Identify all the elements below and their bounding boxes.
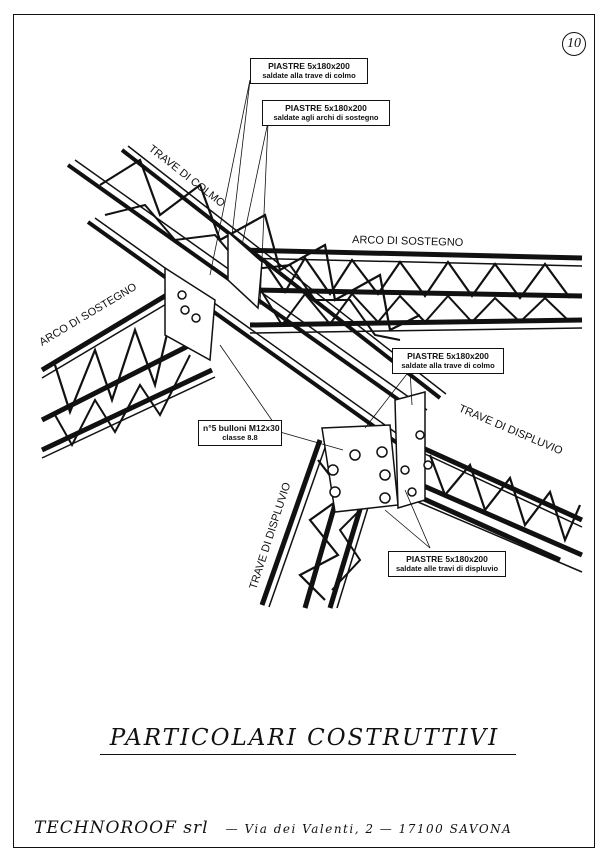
callout-line2: saldate alla trave di colmo [401,361,495,370]
company-name: TECHNOROOF srl [34,818,209,838]
callout-line2: saldate agli archi di sostegno [273,113,379,122]
page-number: 10 [562,32,586,56]
sheet-border [13,14,595,848]
callout-line1: n°5 bulloni M12x30 [203,423,280,433]
callout-line2: classe 8.8 [222,433,258,442]
leader-lines [209,79,431,549]
label-arco-di-sostegno-left: ARCO DI SOSTEGNO [37,281,139,349]
callout-hip-plates: PIASTRE 5x180x200 saldate alle travi di … [388,551,506,577]
callout-line2: saldate alla trave di colmo [262,71,356,80]
ridge-beam [66,145,447,447]
company-address: — Via dei Valenti, 2 — 17100 SAVONA [225,822,513,836]
bolts [177,290,433,504]
support-arch-left [40,287,216,459]
title-underline [100,754,516,755]
title-block-footer: TECHNOROOF srl — Via dei Valenti, 2 — 17… [34,818,579,838]
callout-arch-plates: PIASTRE 5x180x200 saldate agli archi di … [262,100,390,126]
callout-bolts: n°5 bulloni M12x30 classe 8.8 [198,420,282,446]
callout-line1: PIASTRE 5x180x200 [285,103,367,113]
callout-line1: PIASTRE 5x180x200 [268,61,350,71]
callout-line1: PIASTRE 5x180x200 [406,554,488,564]
label-arco-di-sostegno-right: ARCO DI SOSTEGNO [352,234,464,249]
callout-line2: saldate alle travi di displuvio [395,564,499,573]
callout-ridge-plates-center: PIASTRE 5x180x200 saldate alla trave di … [392,348,504,374]
sheet-title: PARTICOLARI COSTRUTTIVI [109,725,500,751]
support-arch-right [239,247,583,334]
callout-ridge-plates-top: PIASTRE 5x180x200 saldate alla trave di … [250,58,368,84]
connection-plates [164,230,426,513]
hip-beam-right [403,437,584,573]
label-trave-di-displuvio-right: TRAVE DI DISPLUVIO [457,403,565,458]
callout-line1: PIASTRE 5x180x200 [407,351,489,361]
